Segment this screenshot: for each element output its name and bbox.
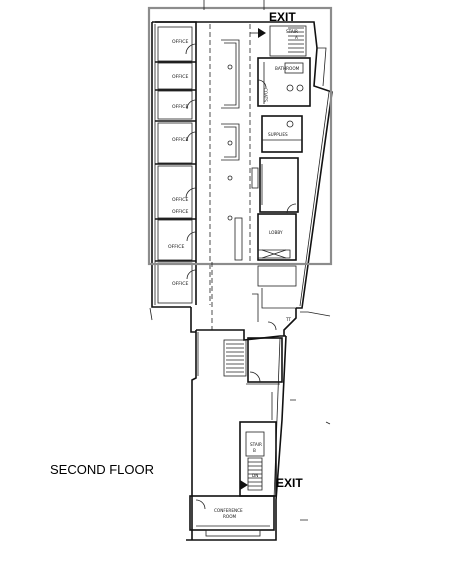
tt-label: TT <box>285 317 291 322</box>
coats-label: COATS <box>263 88 268 102</box>
highlight-frame <box>147 6 333 266</box>
lower-wing-walls <box>186 329 331 541</box>
bathroom-label: BATHROOM <box>275 66 300 71</box>
connector-walls <box>149 262 331 336</box>
office-label-4: OFFICE <box>172 137 188 143</box>
office-label-5: OFFICE <box>172 197 188 203</box>
stair-b-letter: B <box>253 448 256 453</box>
supplies-label: SUPPLIES <box>268 132 288 137</box>
office-label-2: OFFICE <box>172 74 188 80</box>
exit-top-label: EXIT <box>269 10 296 24</box>
exit-bottom-label: EXIT <box>276 476 303 490</box>
floor-title: SECOND FLOOR <box>50 462 154 477</box>
dn-label: DN <box>252 473 258 478</box>
stair-b-label: STAIR <box>250 442 262 447</box>
conference-room-label-2: ROOM <box>223 514 237 519</box>
stair-a-label: STAIR <box>286 29 298 34</box>
conference-room-label-1: CONFERENCE <box>214 508 243 513</box>
lobby-label: LOBBY <box>269 230 283 235</box>
office-label-6: OFFICE <box>172 209 188 215</box>
workstations <box>221 39 243 261</box>
office-label-7: OFFICE <box>168 244 184 250</box>
office-label-8: OFFICE <box>172 281 188 287</box>
office-label-1: OFFICE <box>172 39 188 45</box>
office-column <box>155 21 251 305</box>
stair-a-letter: A <box>295 35 298 40</box>
service-core <box>250 25 311 261</box>
office-label-3: OFFICE <box>172 104 188 110</box>
